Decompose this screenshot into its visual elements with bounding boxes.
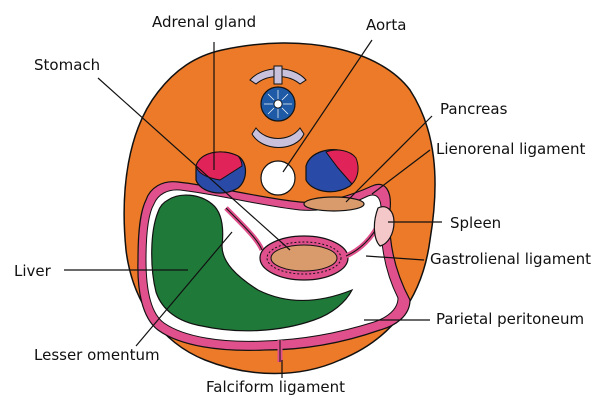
pancreas	[304, 197, 364, 211]
vertebra-spinous-process	[274, 66, 282, 84]
stomach	[271, 245, 337, 271]
label-adrenal-gland: Adrenal gland	[152, 13, 256, 31]
label-pancreas: Pancreas	[440, 100, 508, 118]
label-gastrolienal-ligament: Gastrolienal ligament	[430, 250, 591, 268]
label-lesser-omentum: Lesser omentum	[34, 346, 160, 364]
label-aorta: Aorta	[366, 16, 406, 34]
label-falciform-ligament: Falciform ligament	[206, 378, 345, 396]
label-parietal-peritoneum: Parietal peritoneum	[436, 310, 584, 328]
label-spleen: Spleen	[450, 214, 501, 232]
label-stomach: Stomach	[34, 56, 100, 74]
aorta	[261, 161, 295, 195]
label-liver: Liver	[14, 262, 52, 280]
label-lienorenal-ligament: Lienorenal ligament	[436, 140, 586, 158]
spinal-cord	[274, 100, 282, 108]
